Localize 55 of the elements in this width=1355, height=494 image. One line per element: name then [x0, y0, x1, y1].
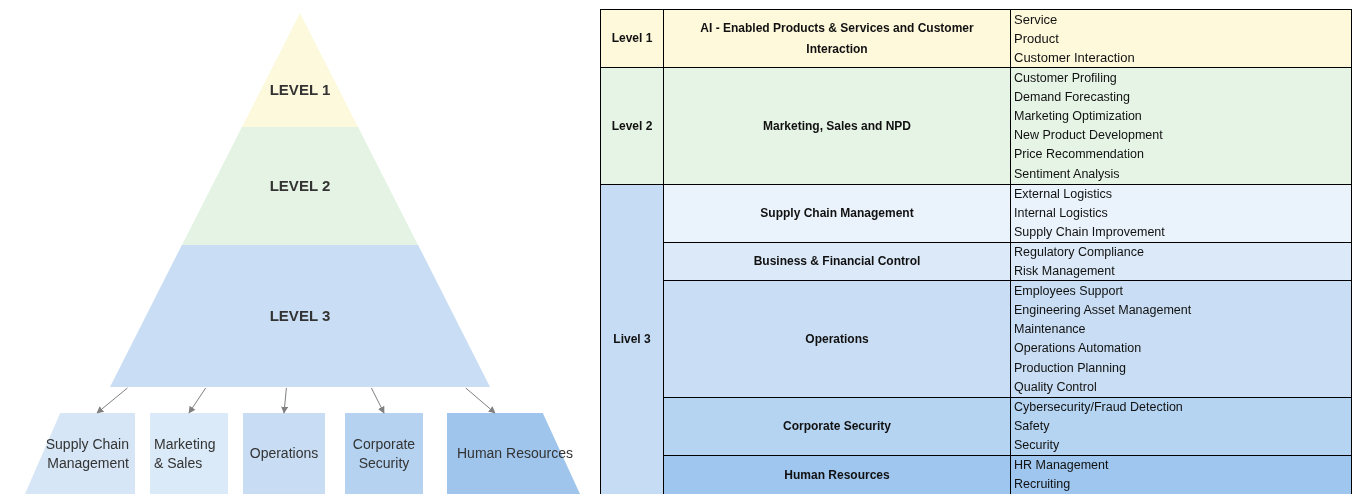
category-cell-text: AI - Enabled Products & Services and Customer Interaction [699, 20, 975, 58]
use-case-text: Recruiting [1014, 478, 1072, 491]
use-case-text: Regulatory Compliance [1014, 245, 1145, 259]
use-case-text: New Product Development [1014, 129, 1164, 142]
pyramid-tier [110, 245, 490, 387]
category-cell-text: Operations [805, 330, 869, 348]
function-label: Corporate Security [351, 435, 417, 472]
level-label: LEVEL 2 [269, 176, 331, 196]
use-case-text: Cybersecurity/Fraud Detection [1014, 401, 1184, 414]
level-cell-text: Level 2 [611, 117, 653, 135]
function-box [25, 413, 135, 494]
function-box [447, 413, 580, 494]
use-case-text: Service [1014, 13, 1059, 26]
function-label: Marketing & Sales [154, 435, 217, 472]
arrow [96, 387, 128, 414]
category-cell-text: Supply Chain Management [760, 204, 914, 222]
level-label: LEVEL 3 [269, 306, 331, 326]
level-label: LEVEL 1 [269, 79, 331, 99]
use-case-text: Maintenance [1014, 323, 1087, 336]
use-case-text: Sentiment Analysis [1014, 167, 1121, 181]
use-case-text: Internal Logistics [1014, 206, 1109, 220]
use-case-text: Employees Support [1014, 284, 1125, 298]
arrow [188, 387, 207, 414]
arrow [281, 387, 289, 414]
use-case-text: Product [1014, 32, 1060, 46]
category-cell-text: Human Resources [784, 466, 890, 484]
use-case-text: Risk Management [1014, 264, 1116, 278]
use-case-text: Customer Profiling [1014, 71, 1118, 85]
use-case-text: Security [1014, 439, 1061, 452]
function-label: Operations [249, 444, 319, 463]
use-case-text: Quality Control [1014, 380, 1098, 394]
use-case-text: Marketing Optimization [1014, 109, 1143, 123]
use-case-text: Engineering Asset Management [1014, 304, 1193, 317]
use-case-text: Operations Automation [1014, 342, 1143, 355]
use-case-text: Supply Chain Improvement [1014, 225, 1166, 239]
use-case-text: External Logistics [1014, 187, 1113, 201]
function-label: Supply Chain Management [44, 435, 129, 472]
function-box [345, 413, 423, 494]
function-box [243, 413, 325, 494]
use-case-text: Demand Forecasting [1014, 90, 1132, 104]
use-case-text: Safety [1014, 420, 1051, 433]
function-box [150, 413, 228, 494]
category-cell-text: Marketing, Sales and NPD [762, 117, 911, 135]
level-cell-text: Level 1 [611, 30, 653, 48]
pyramid-tier [182, 127, 418, 245]
arrow [465, 387, 496, 414]
use-case-text: Customer Interaction [1014, 51, 1136, 65]
category-cell-text: Business & Financial Control [753, 253, 921, 271]
function-label: Human Resources [457, 444, 573, 463]
use-case-text: Production Planning [1014, 361, 1127, 375]
arrow [370, 387, 385, 414]
category-cell-text: Corporate Security [783, 418, 891, 436]
use-case-text: HR Management [1014, 459, 1110, 472]
use-case-text: Price Recommendation [1014, 148, 1145, 161]
level-cell-text: Livel 3 [613, 330, 651, 348]
